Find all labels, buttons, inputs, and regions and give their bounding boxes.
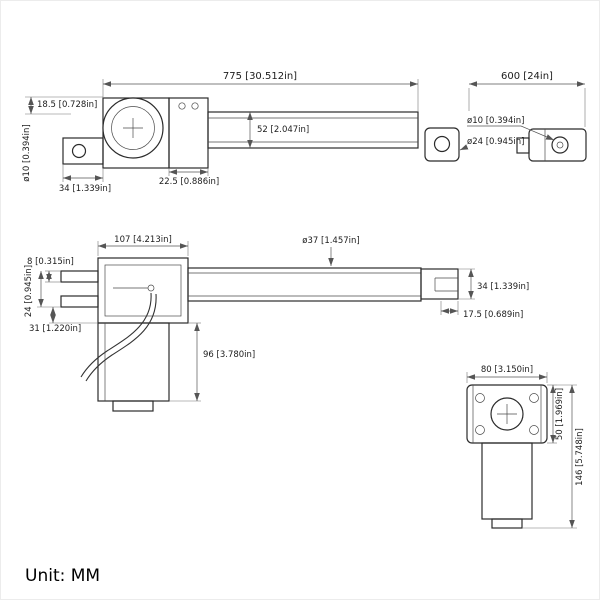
bracket-hole-center	[556, 141, 564, 149]
rod-end-fork	[420, 268, 459, 300]
dim-text-146: 146 [5.748in]	[575, 428, 585, 486]
dim-text-775: 775 [30.512in]	[223, 71, 297, 82]
motor-end-cap	[112, 400, 154, 412]
dim-mount-width-34: 34 [1.339in]	[59, 164, 111, 194]
dim-text-24: 24 [0.945in]	[24, 265, 34, 317]
dim-tube-dia-37: ø37 [1.457in]	[302, 236, 360, 266]
bolt-hole	[475, 393, 485, 403]
shaft-boss-circle	[490, 397, 524, 431]
dim-text-dia10-right: ø10 [0.394in]	[467, 116, 524, 126]
power-cable	[80, 292, 152, 378]
power-cable	[85, 293, 157, 382]
motor-cap-end	[491, 518, 523, 529]
bolt-hole	[475, 425, 485, 435]
dim-text-96: 96 [3.780in]	[203, 350, 255, 360]
dim-stroke-length: 600 [24in]	[468, 71, 586, 127]
dim-clevis-od-24: ø24 [0.945in]	[459, 137, 524, 151]
clevis-bracket	[528, 128, 587, 162]
dim-tube-od-52: 52 [2.047in]	[247, 112, 309, 148]
bracket-hole	[551, 136, 569, 154]
dim-motor-96: 96 [3.780in]	[169, 322, 255, 402]
dim-text-17-5: 17.5 [0.689in]	[463, 310, 523, 320]
dim-text-80: 80 [3.150in]	[481, 365, 533, 375]
dim-text-31: 31 [1.220in]	[29, 324, 81, 334]
dim-text-52: 52 [2.047in]	[257, 125, 309, 135]
dim-flange-80: 80 [3.150in]	[466, 365, 548, 383]
rear-fork-upper	[60, 270, 99, 283]
dim-text-34-side: 34 [1.339in]	[477, 282, 529, 292]
dim-clevis-depth-17-5: 17.5 [0.689in]	[440, 301, 523, 320]
dim-motor-146: 146 [5.748in]	[522, 384, 585, 529]
dim-rear-hole-dia: ø10 [0.394in]	[22, 124, 32, 181]
top-view-actuator-geometry	[62, 97, 587, 169]
gear-housing-inner-circle	[111, 106, 155, 150]
outer-tube	[207, 111, 419, 149]
dim-text-dia10-left: ø10 [0.394in]	[22, 124, 32, 181]
gearbox-housing	[97, 257, 189, 324]
dim-text-dia37: ø37 [1.457in]	[302, 236, 359, 246]
dim-front-hole-dia: ø10 [0.394in]	[467, 116, 555, 141]
gearbox-inner	[104, 264, 182, 317]
top-view: 775 [30.512in] 600 [24in] 18.5 [0.728in]…	[22, 71, 587, 194]
side-view: 107 [4.213in] ø37 [1.457in] 8 [0.315in] …	[24, 235, 529, 412]
rear-fork-lower	[60, 295, 99, 308]
side-view-actuator-geometry	[60, 257, 459, 412]
dim-text-107: 107 [4.213in]	[114, 235, 172, 245]
bolt-hole	[191, 102, 199, 110]
bolt-hole	[529, 425, 539, 435]
dim-slot-8: 8 [0.315in]	[27, 257, 74, 283]
rod-end-clevis	[424, 127, 460, 162]
dim-offset-31: 31 [1.220in]	[29, 307, 98, 334]
motor-body	[97, 322, 170, 402]
dim-fork-24: 24 [0.945in]	[24, 265, 61, 317]
bolt-hole	[178, 102, 186, 110]
dim-text-34-top: 34 [1.339in]	[59, 184, 111, 194]
dim-text-dia24: ø24 [0.945in]	[467, 137, 524, 147]
motor-body-end	[481, 442, 533, 520]
dim-offset-18-5: 18.5 [0.728in]	[25, 96, 103, 115]
dim-gearbox-107: 107 [4.213in]	[97, 235, 189, 256]
dim-text-18-5: 18.5 [0.728in]	[37, 100, 97, 110]
dim-flange-50: 50 [1.969in]	[547, 384, 565, 444]
rod-end-hole	[433, 135, 451, 153]
dim-text-600: 600 [24in]	[501, 71, 553, 82]
adapter-block	[168, 97, 209, 169]
unit-label: Unit: MM	[25, 566, 100, 586]
dim-text-50: 50 [1.969in]	[555, 388, 565, 440]
dim-clevis-34: 34 [1.339in]	[458, 268, 529, 300]
shaft-detail	[147, 284, 155, 292]
rear-mount-tab	[62, 137, 104, 165]
dim-overall-length: 775 [30.512in]	[102, 71, 419, 112]
dim-text-22-5: 22.5 [0.886in]	[159, 177, 219, 187]
end-view-motor-geometry	[466, 384, 548, 529]
dim-width-22-5: 22.5 [0.886in]	[159, 168, 219, 187]
end-view: 80 [3.150in] 50 [1.969in] 146 [5.748in]	[466, 365, 585, 529]
bolt-hole	[529, 393, 539, 403]
dim-text-8: 8 [0.315in]	[27, 257, 74, 267]
rear-mount-hole	[71, 143, 87, 159]
